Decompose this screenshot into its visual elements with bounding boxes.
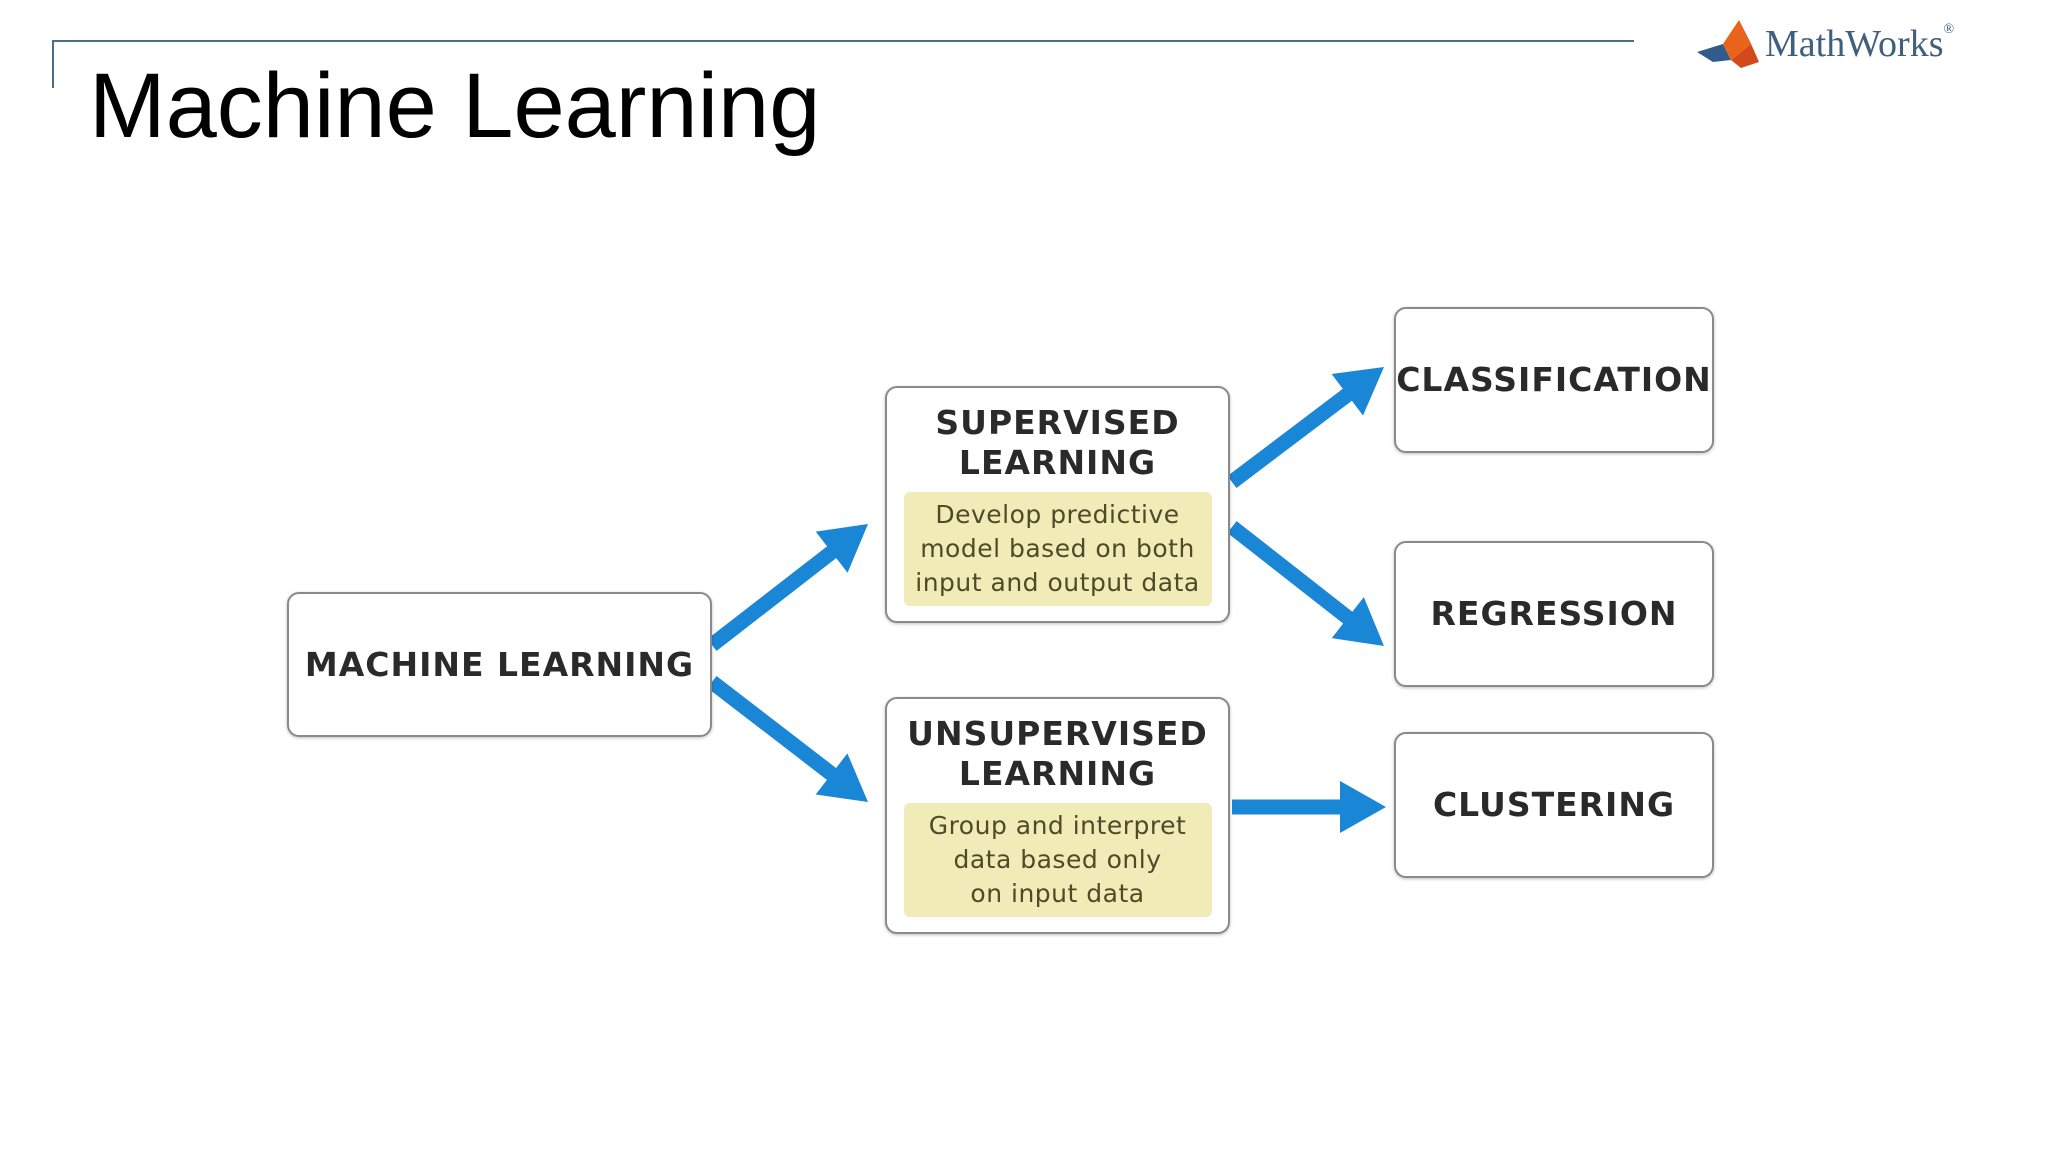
node-label: CLUSTERING: [1432, 785, 1676, 825]
membrane-logo-icon: [1697, 20, 1759, 68]
node-description: Develop predictive model based on both i…: [903, 492, 1212, 606]
node-machine-learning: MACHINE LEARNING: [287, 592, 712, 737]
logo-text: MathWorks®: [1765, 22, 1955, 65]
top-rule: [52, 40, 1634, 42]
node-label: SUPERVISED LEARNING: [935, 403, 1180, 482]
arrow-head: [815, 524, 868, 573]
node-label: UNSUPERVISED LEARNING: [907, 714, 1208, 793]
arrow-shaft: [1227, 386, 1356, 488]
arrow-head: [815, 753, 868, 802]
arrow-unsupervised-to-clustering: [1232, 781, 1386, 833]
node-supervised-learning: SUPERVISED LEARNING Develop predictive m…: [885, 386, 1230, 623]
node-label: MACHINE LEARNING: [304, 644, 695, 684]
node-description: Group and interpret data based only on i…: [903, 803, 1212, 917]
arrow-ml-to-unsupervised: [707, 676, 868, 802]
node-label: REGRESSION: [1430, 594, 1678, 634]
node-label: CLASSIFICATION: [1396, 360, 1712, 400]
mathworks-logo: MathWorks®: [1693, 14, 1954, 74]
arrow-supervised-to-classification: [1227, 367, 1384, 488]
slide-title: Machine Learning: [89, 55, 821, 157]
node-classification: CLASSIFICATION: [1394, 307, 1714, 453]
arrow-supervised-to-regression: [1227, 521, 1384, 646]
arrow-shaft: [707, 543, 840, 651]
arrow-ml-to-supervised: [707, 524, 868, 651]
left-rule: [52, 40, 54, 88]
arrow-shaft: [1227, 521, 1356, 627]
node-clustering: CLUSTERING: [1394, 732, 1714, 878]
arrow-shaft: [707, 676, 840, 783]
arrow-head: [1331, 597, 1384, 646]
arrow-head: [1340, 781, 1386, 833]
arrow-head: [1331, 367, 1384, 416]
node-regression: REGRESSION: [1394, 541, 1714, 687]
node-unsupervised-learning: UNSUPERVISED LEARNING Group and interpre…: [885, 697, 1230, 934]
